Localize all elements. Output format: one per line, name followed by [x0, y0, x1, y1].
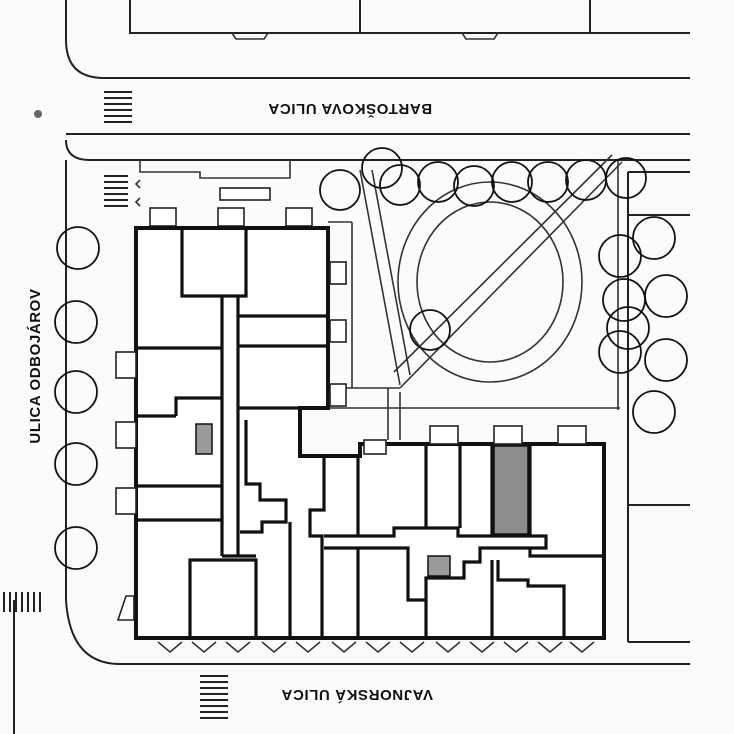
building-pads: [115, 261, 587, 621]
street-label-left: ULICA ODBOJÁROV: [27, 288, 44, 443]
stair-core-middle: [427, 555, 451, 577]
scan-mark: [34, 110, 42, 118]
bottom-entrance-marks: [157, 641, 595, 654]
building-interior-walls: [136, 228, 604, 638]
crosswalk-top: [104, 91, 132, 123]
street-label-top: BARTOŠKOVA ULICA: [268, 100, 432, 118]
road-edges: [13, 0, 690, 734]
stair-core-left: [195, 423, 213, 455]
crosswalk-left: [104, 175, 141, 207]
park: [328, 154, 623, 440]
crosswalk-far-left: [3, 592, 41, 612]
stair-core-hatch: [493, 445, 529, 535]
trees-left-column: [54, 226, 100, 570]
upper-left-structures: [139, 160, 313, 227]
street-label-bottom: VAJNORSKÁ ULICA: [281, 686, 433, 703]
trees-right-cluster: [409, 216, 688, 434]
crosswalk-bottom: [200, 675, 228, 719]
trees-top-row: [319, 147, 647, 211]
